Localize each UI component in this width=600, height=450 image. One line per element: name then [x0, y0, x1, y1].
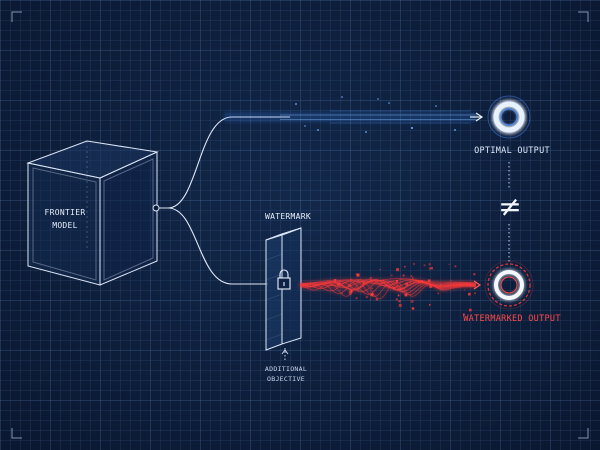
- particle: [365, 296, 368, 299]
- wave-line: [299, 281, 477, 300]
- particle: [358, 279, 360, 281]
- particle: [417, 282, 420, 284]
- particle: [450, 279, 452, 281]
- particle: [395, 298, 398, 301]
- particle: [474, 292, 476, 295]
- target-ring-icon-red: [484, 260, 534, 310]
- particle: [337, 282, 340, 285]
- particle: [413, 263, 415, 265]
- particle: [375, 298, 379, 301]
- particle: [379, 269, 381, 271]
- particle: [350, 278, 353, 281]
- arrow-icon: [470, 112, 484, 122]
- particle: [473, 286, 475, 288]
- particle: [397, 294, 400, 297]
- lower-branch-line: [167, 207, 268, 285]
- upper-branch-line: [167, 116, 290, 209]
- particle: [382, 279, 384, 281]
- beam-particles: [333, 263, 476, 316]
- particle: [464, 289, 466, 291]
- particle: [341, 292, 343, 294]
- particle: [398, 287, 402, 291]
- optimal-output-label: OPTIMAL OUTPUT: [474, 146, 550, 156]
- particle: [428, 267, 432, 270]
- particle: [333, 279, 337, 282]
- particle: [350, 290, 353, 293]
- particle: [448, 263, 450, 266]
- particle: [348, 283, 352, 287]
- particle: [404, 265, 406, 268]
- particle: [410, 299, 414, 303]
- particle: [371, 287, 373, 289]
- particle: [398, 304, 402, 307]
- wave-line: [299, 280, 477, 298]
- particle: [362, 282, 365, 285]
- particle: [437, 292, 440, 295]
- particle: [402, 274, 405, 277]
- particle: [403, 287, 405, 289]
- particle: [356, 273, 360, 277]
- particle: [430, 267, 433, 270]
- model-label: FRONTIER MODEL: [44, 208, 86, 230]
- particle: [348, 291, 352, 295]
- particle: [370, 293, 374, 297]
- lock-icon: [277, 269, 291, 290]
- wave-line: [299, 278, 477, 285]
- particle: [390, 274, 393, 277]
- particle: [418, 280, 420, 283]
- particle: [337, 283, 340, 286]
- particle: [355, 273, 357, 275]
- particle: [369, 277, 373, 280]
- not-equal-icon: ≠: [498, 190, 522, 223]
- particle: [423, 264, 426, 267]
- particle: [392, 286, 396, 290]
- particle: [410, 275, 413, 277]
- wave-line: [299, 279, 477, 291]
- watermark-slab: [265, 227, 302, 351]
- particle: [411, 307, 415, 310]
- particle: [370, 298, 371, 300]
- particle: [398, 300, 401, 303]
- particle: [469, 308, 472, 312]
- corner-brackets: [11, 11, 589, 439]
- wave-line: [299, 280, 477, 295]
- particle: [473, 273, 476, 276]
- particle: [463, 313, 465, 316]
- watermark-label: WATERMARK: [264, 212, 312, 221]
- particle: [412, 277, 414, 279]
- particle: [396, 285, 398, 287]
- particle: [427, 279, 431, 283]
- particle: [395, 280, 399, 283]
- optimal-beam: [225, 96, 478, 133]
- arrow-icon-red: [473, 280, 482, 290]
- particle: [439, 284, 442, 287]
- particle: [429, 284, 433, 288]
- particle: [454, 265, 457, 268]
- particle: [339, 282, 342, 284]
- particle: [420, 280, 424, 283]
- additional-objective-label: ADDITIONAL OBJECTIVE: [264, 365, 308, 383]
- particle: [357, 289, 360, 291]
- particle: [404, 293, 408, 297]
- target-ring-icon: [487, 95, 531, 139]
- particle: [355, 297, 358, 300]
- watermarked-beam: [299, 278, 477, 300]
- connection-node: [152, 204, 168, 212]
- particle: [428, 263, 431, 266]
- particle: [429, 304, 431, 306]
- wave-line: [299, 279, 477, 289]
- particle: [409, 281, 411, 283]
- particle: [371, 280, 374, 283]
- cube-icon: [26, 140, 159, 286]
- objective-arrow: [281, 349, 289, 355]
- particle: [360, 285, 362, 288]
- watermarked-output-label: WATERMARKED OUTPUT: [463, 314, 561, 324]
- particle: [468, 292, 471, 296]
- particle: [396, 268, 400, 272]
- particle: [401, 281, 403, 283]
- particle: [405, 282, 409, 286]
